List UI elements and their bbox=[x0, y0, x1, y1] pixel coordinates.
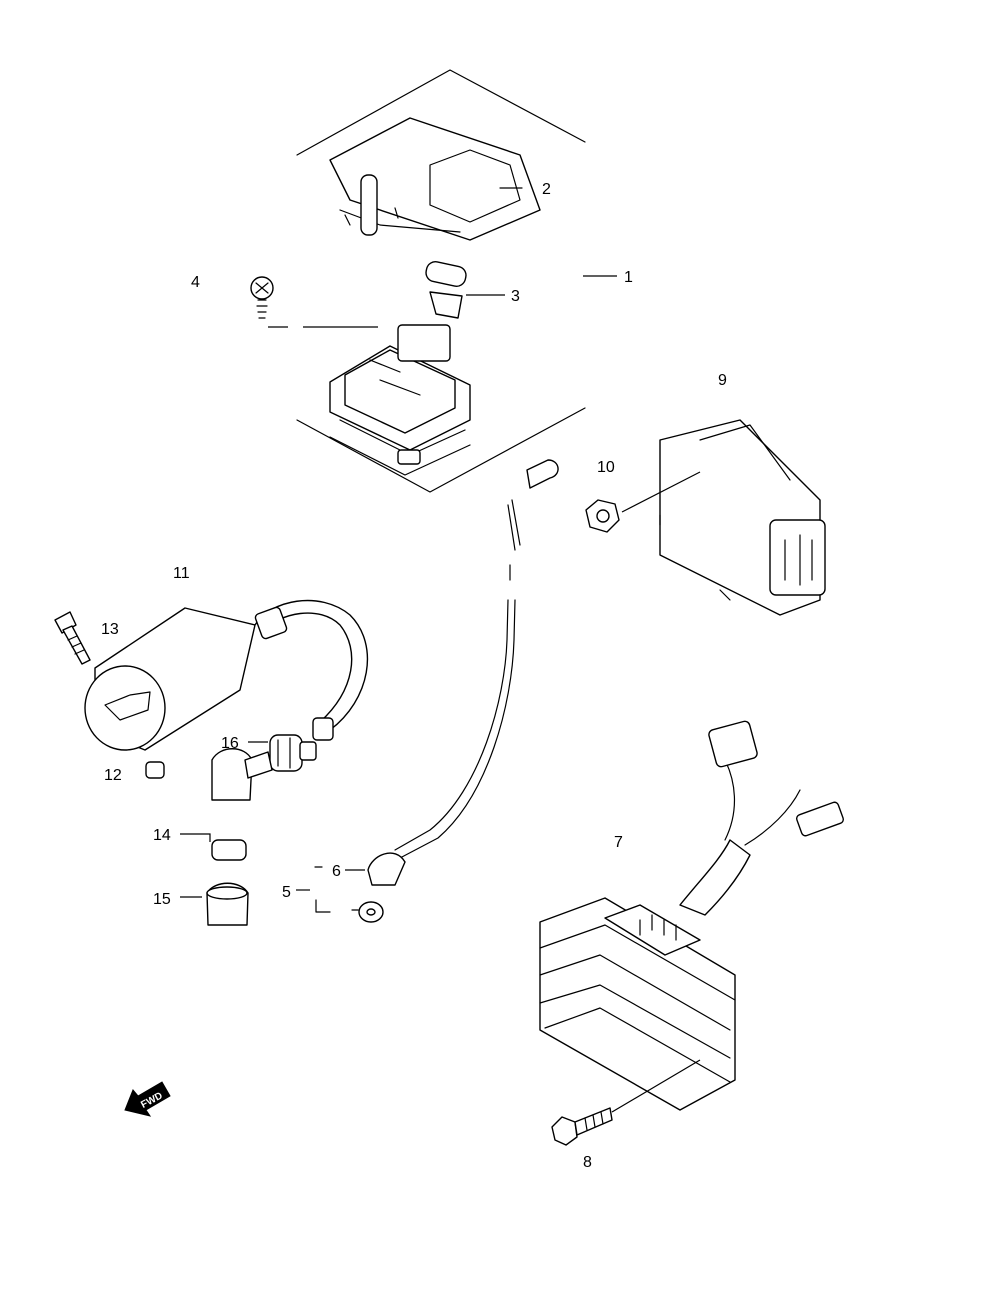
callout-11: 11 bbox=[173, 565, 190, 582]
part-5-washer bbox=[315, 899, 384, 923]
part-1-cdi-box-assembly bbox=[296, 69, 586, 493]
part-3-grommet bbox=[425, 261, 467, 319]
callout-12: 12 bbox=[104, 767, 122, 784]
callout-7: 7 bbox=[614, 834, 623, 851]
part-13-bolt bbox=[54, 611, 91, 665]
part-16-plug-connector bbox=[269, 734, 317, 772]
callout-labels: 1 2 3 4 5 6 7 8 9 10 11 12 13 14 15 16 bbox=[101, 181, 727, 1171]
part-10-nut bbox=[585, 471, 701, 533]
callout-13: 13 bbox=[101, 621, 119, 638]
callout-8: 8 bbox=[583, 1154, 592, 1171]
part-11-ignition-coil bbox=[84, 599, 369, 751]
part-1-base-unit bbox=[329, 324, 471, 476]
part-9-control-module bbox=[659, 419, 826, 616]
part-15-boot bbox=[206, 882, 249, 926]
leader-lines bbox=[180, 275, 617, 898]
callout-16: 16 bbox=[221, 735, 239, 752]
part-4-screw bbox=[250, 276, 274, 319]
callout-9: 9 bbox=[718, 372, 727, 389]
callout-4: 4 bbox=[191, 274, 200, 291]
callout-14: 14 bbox=[153, 827, 171, 844]
callout-6: 6 bbox=[332, 863, 341, 880]
callout-1: 1 bbox=[624, 269, 633, 286]
callout-15: 15 bbox=[153, 891, 171, 908]
part-12-cap bbox=[145, 761, 165, 779]
fwd-arrow-icon: FWD bbox=[124, 1081, 171, 1117]
callout-5: 5 bbox=[282, 884, 291, 901]
part-6-ground-lead bbox=[314, 459, 559, 886]
callout-10: 10 bbox=[597, 459, 615, 476]
callout-2: 2 bbox=[542, 181, 551, 198]
part-7-regulator bbox=[539, 720, 845, 1111]
part-14-plug-cap bbox=[211, 748, 273, 861]
callout-3: 3 bbox=[511, 288, 520, 305]
part-8-bolt bbox=[551, 1059, 701, 1146]
